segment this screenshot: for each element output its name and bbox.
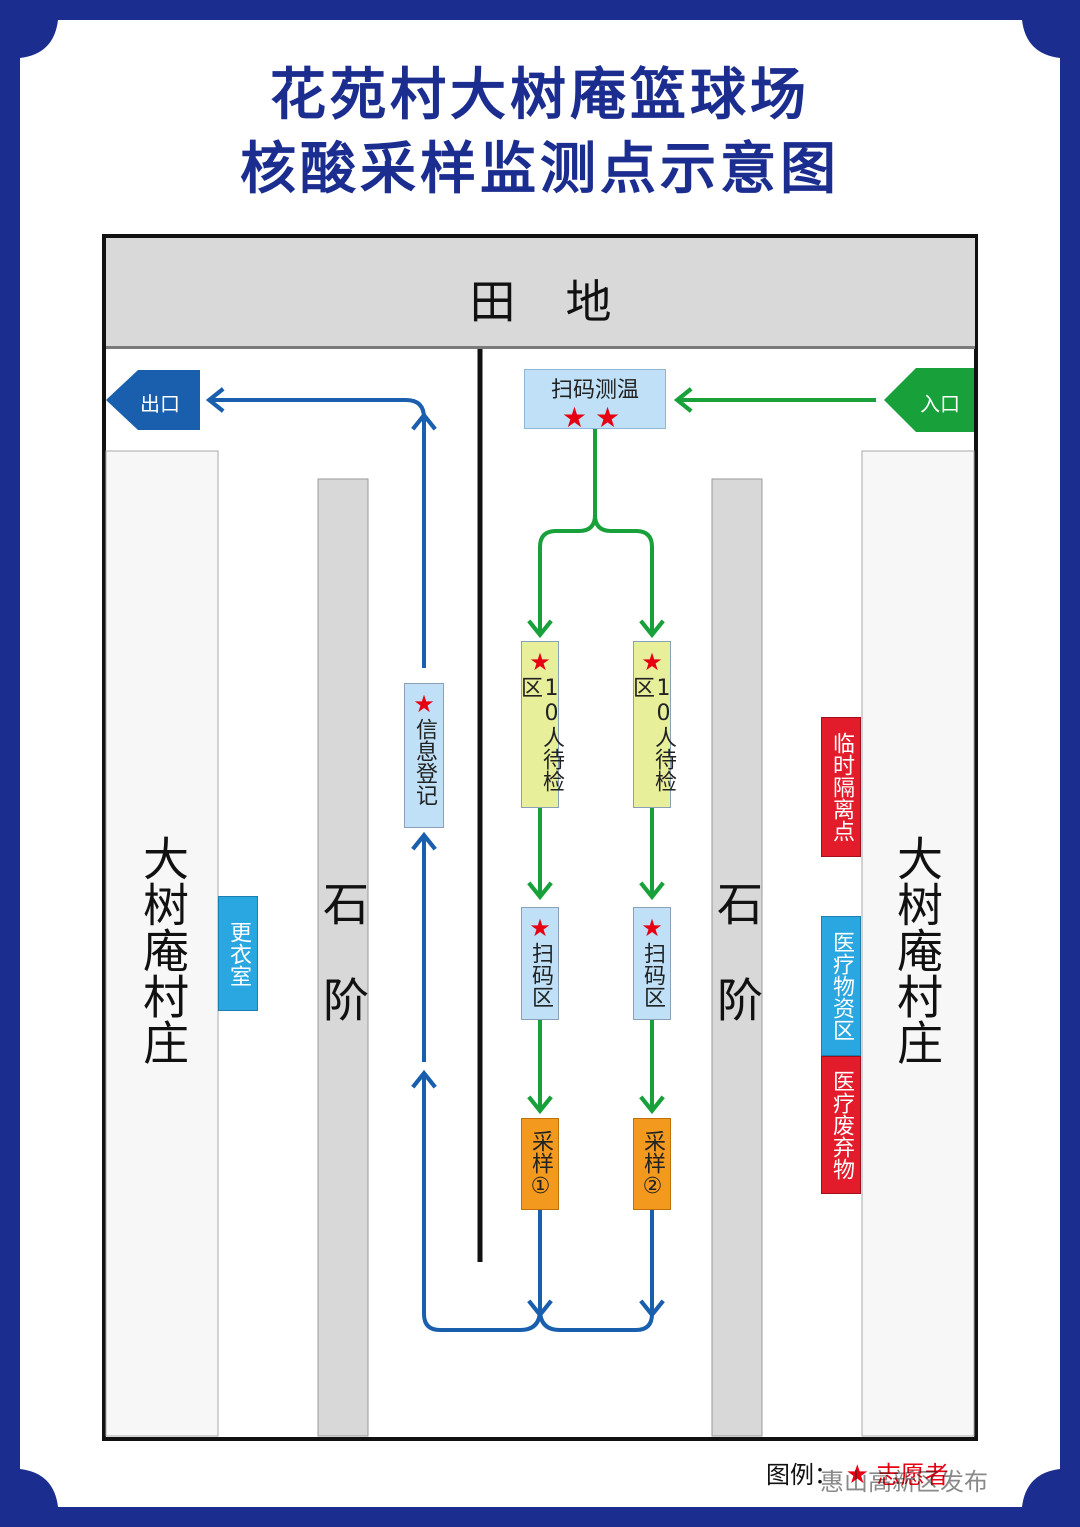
info-registration-label: 信息登记 bbox=[412, 718, 437, 806]
medical-supplies-label: 医疗物资区 bbox=[829, 931, 854, 1041]
medical-supplies-area: 医疗物资区 bbox=[821, 916, 861, 1056]
scan-temperature-station: 扫码测温 ★★ bbox=[524, 369, 666, 434]
scan-area-1: ★ 扫码区 bbox=[521, 907, 559, 1020]
inbound-flow bbox=[527, 387, 876, 1115]
field-area: 田地 bbox=[106, 238, 975, 349]
right-steps-label: 石阶 bbox=[710, 880, 764, 1072]
waiting-area-2-label: 10人待检区 bbox=[629, 676, 676, 792]
sampling-1-label: 采样① bbox=[528, 1129, 553, 1199]
sampling-station-1: 采样① bbox=[521, 1118, 559, 1210]
scan-temperature-label: 扫码测温 bbox=[550, 378, 639, 403]
volunteer-star: ★ bbox=[529, 648, 551, 676]
outbound-flow bbox=[205, 387, 665, 1332]
volunteer-star: ★ bbox=[641, 648, 663, 676]
info-registration: ★ 信息登记 bbox=[404, 683, 444, 828]
field-label: 田地 bbox=[469, 275, 662, 329]
scan-area-1-label: 扫码区 bbox=[528, 942, 553, 1008]
legend-star: ★ bbox=[845, 1460, 869, 1490]
waiting-area-2: ★ 10人待检区 bbox=[629, 641, 676, 808]
medical-waste-area: 医疗废弃物 bbox=[821, 1056, 861, 1194]
volunteer-star: ★ bbox=[529, 914, 551, 942]
waiting-area-1-label: 10人待检区 bbox=[517, 676, 564, 792]
waiting-area-1: ★ 10人待检区 bbox=[517, 641, 564, 808]
title-line-2: 核酸采样监测点示意图 bbox=[240, 137, 840, 202]
changing-room: 更衣室 bbox=[218, 896, 258, 1011]
title-line-1: 花苑村大树庵篮球场 bbox=[270, 63, 810, 128]
left-village-label: 大树庵村庄 bbox=[136, 835, 190, 1065]
watermark: 惠山高新区发布 bbox=[820, 1468, 988, 1496]
legend-prefix: 图例： bbox=[766, 1461, 838, 1489]
legend-label: 志愿者 bbox=[876, 1461, 949, 1489]
volunteer-stars: ★★ bbox=[561, 401, 629, 434]
changing-room-label: 更衣室 bbox=[226, 920, 251, 987]
sampling-station-2: 采样② bbox=[633, 1118, 671, 1210]
right-village-label: 大树庵村庄 bbox=[890, 835, 944, 1065]
right-village-strip bbox=[861, 450, 975, 1437]
legend: 图例： ★ 志愿者 bbox=[766, 1455, 949, 1490]
entrance-arrow-shape bbox=[884, 368, 974, 432]
entrance-label: 入口 bbox=[920, 392, 960, 416]
temporary-isolation: 临时隔离点 bbox=[821, 717, 861, 857]
volunteer-star: ★ bbox=[413, 690, 435, 718]
exit-arrow-shape bbox=[106, 370, 200, 430]
scan-area-2: ★ 扫码区 bbox=[633, 907, 671, 1020]
right-steps-strip bbox=[711, 478, 763, 1437]
left-steps-label: 石阶 bbox=[316, 880, 370, 1072]
medical-waste-label: 医疗废弃物 bbox=[829, 1070, 854, 1180]
scan-area-2-label: 扫码区 bbox=[640, 942, 665, 1008]
exit-label: 出口 bbox=[140, 392, 180, 416]
volunteer-star: ★ bbox=[641, 914, 663, 942]
left-steps-strip bbox=[317, 478, 369, 1437]
sampling-2-label: 采样② bbox=[640, 1129, 665, 1199]
isolation-label: 临时隔离点 bbox=[829, 732, 854, 842]
